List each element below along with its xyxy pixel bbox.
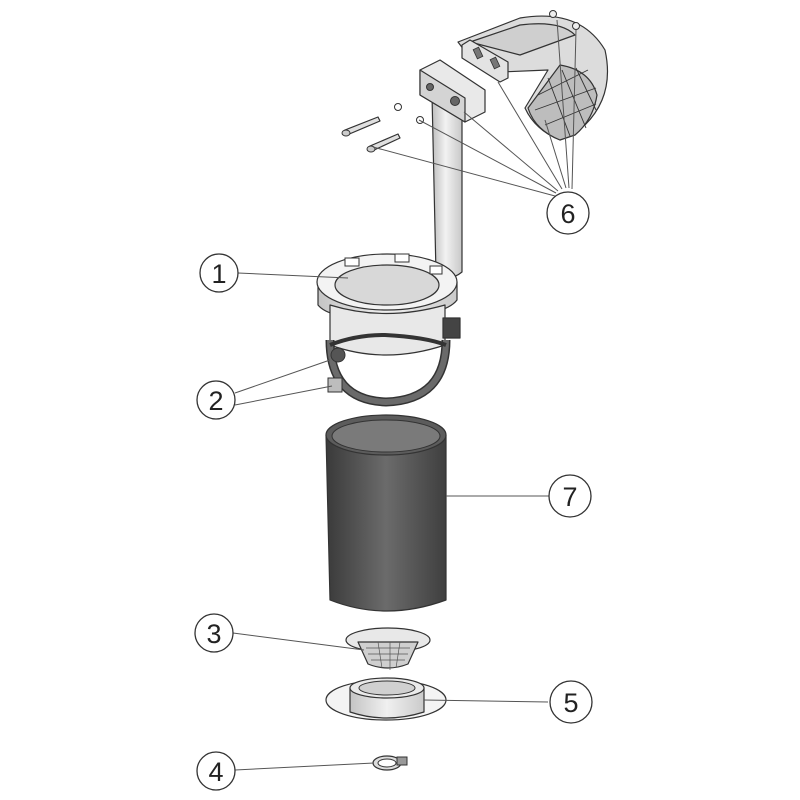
callout-3: 3 [194, 613, 234, 653]
callout-7: 7 [548, 474, 592, 518]
leader-lines [232, 19, 577, 771]
callout-4: 4 [196, 751, 236, 791]
collar-ring [316, 253, 461, 356]
strainer-basket [345, 627, 431, 670]
callout-6-label: 6 [560, 199, 575, 229]
callout-6: 6 [546, 191, 590, 235]
callout-2-label: 2 [208, 386, 223, 416]
callout-1: 1 [199, 253, 239, 293]
clamp-band [325, 332, 451, 407]
callout-3-label: 3 [206, 619, 221, 649]
callout-5-label: 5 [563, 688, 578, 718]
callout-2: 2 [196, 380, 236, 420]
base-flange [325, 677, 447, 721]
callout-5: 5 [549, 680, 593, 724]
callout-1-label: 1 [211, 259, 226, 289]
handle-assembly [341, 10, 609, 279]
callout-4-label: 4 [208, 757, 223, 787]
filter-cartridge [325, 414, 447, 612]
callout-7-label: 7 [562, 482, 577, 512]
hose-clamp [372, 755, 408, 771]
